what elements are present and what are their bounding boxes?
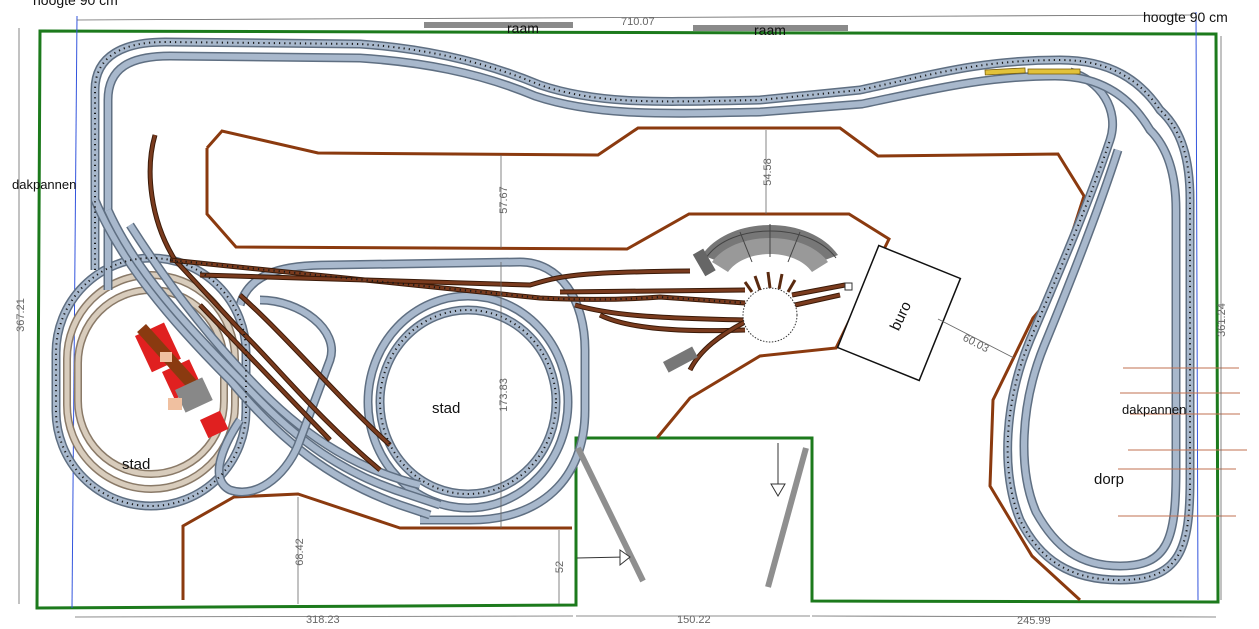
window-left: [424, 22, 573, 28]
room-outline: [35, 29, 1220, 610]
yellow-wagon-2: [1027, 68, 1081, 75]
label-window-2: raam: [754, 22, 786, 38]
turntable: [742, 287, 798, 343]
door-panel-left: [575, 446, 646, 583]
siding-buffer: [844, 282, 853, 291]
window-right: [693, 25, 848, 31]
diagonal-track-bundle: [90, 198, 442, 520]
label-roof-left: dakpannen: [12, 177, 76, 192]
yellow-wagon-1: [984, 67, 1026, 76]
roundhouse: [692, 224, 838, 277]
label-height-right: hoogte 90 cm: [1143, 9, 1228, 25]
wall-line-right: [1195, 11, 1199, 601]
dim-bottom-mid-width: 150.22: [677, 614, 711, 626]
label-city-center: stad: [432, 400, 460, 417]
loco-shed: [663, 346, 698, 373]
label-roof-right: dakpannen: [1122, 402, 1186, 417]
benchwork: [181, 126, 1086, 602]
office-block: [836, 244, 962, 382]
door-arrows: [576, 443, 786, 567]
dim-center-depth: 173.83: [498, 378, 510, 412]
dim-bottom-right-width: 245.99: [1017, 615, 1051, 627]
dim-total-width: 710.07: [621, 16, 655, 28]
label-city-left: stad: [122, 456, 150, 473]
dim-right-height: 361.24: [1216, 303, 1228, 337]
wall-line-left: [71, 15, 78, 609]
roof-lines-right: [1118, 367, 1247, 517]
turntable-spokes: [743, 271, 797, 293]
label-height-left: hoogte 90 cm: [33, 0, 118, 8]
houses: [135, 322, 229, 439]
track-ties: [55, 40, 1191, 582]
label-window-1: raam: [507, 20, 539, 36]
dimension-lines: [18, 14, 1222, 618]
dim-small-step: 52: [554, 561, 566, 573]
dim-bottom-left-depth: 68.42: [294, 538, 306, 566]
door-panel-right: [765, 447, 809, 588]
dim-left-height: 367.21: [15, 298, 27, 332]
dim-top-gap: 57.67: [498, 186, 510, 214]
dim-bottom-left-width: 318.23: [306, 614, 340, 626]
dim-office-gap: 60.03: [961, 332, 991, 355]
dim-gap-to-turntable: 54.58: [762, 158, 774, 186]
label-village: dorp: [1094, 471, 1124, 488]
yard-sidings: [147, 134, 846, 472]
